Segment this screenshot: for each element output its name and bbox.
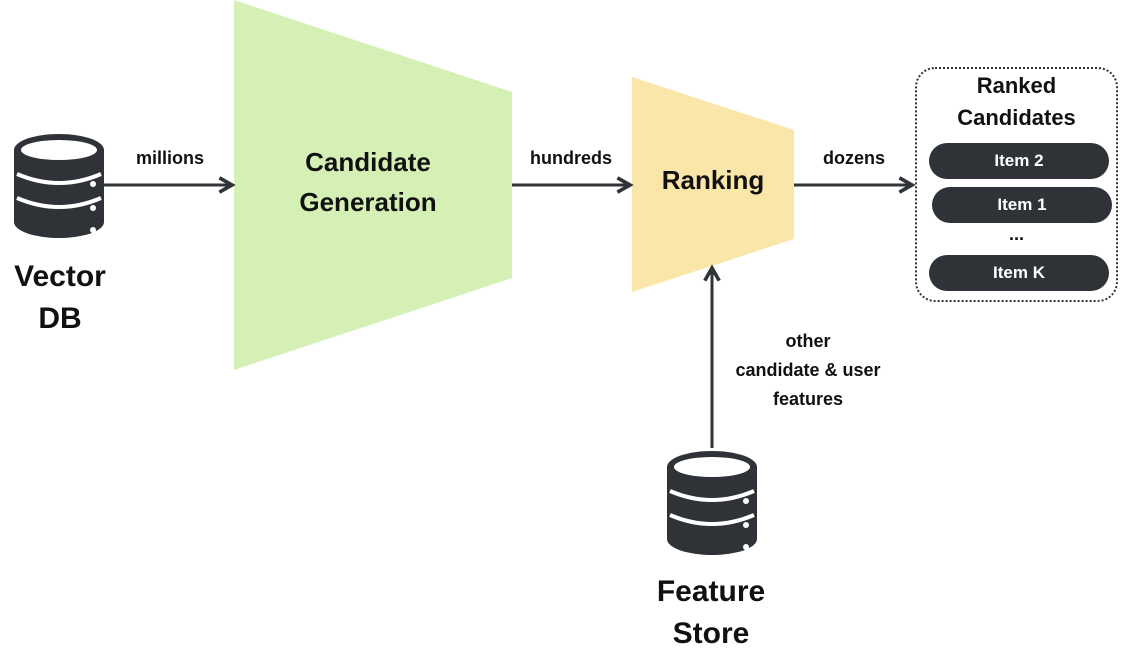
vector-db-label: Vector DB: [4, 256, 116, 340]
feature-store-label: Feature Store: [640, 571, 782, 655]
candidate-generation-label-line1: Candidate: [305, 147, 431, 177]
feature-store-label-line1: Feature: [656, 575, 766, 608]
ranked-candidates-title-line2: Candidates: [957, 105, 1076, 130]
ranked-candidates-title: Ranked Candidates: [915, 70, 1118, 134]
edge-label-features-line1: other: [785, 331, 831, 351]
ranked-candidates-box: [915, 67, 1118, 302]
ranking-shape: [632, 77, 794, 292]
ranked-item: Item K: [929, 255, 1109, 291]
ranked-item: Item 1: [932, 187, 1112, 223]
feature-store-label-line2: Store: [672, 617, 750, 650]
ranked-item: Item 2: [929, 143, 1109, 179]
edge-label-features: other candidate & user features: [722, 327, 894, 414]
vector-db-label-line2: DB: [38, 302, 82, 335]
database-icon: [14, 134, 104, 238]
vector-db-label-line1: Vector: [14, 260, 106, 293]
candidate-generation-label-line2: Generation: [299, 187, 437, 217]
candidate-generation-label: Candidate Generation: [268, 142, 468, 222]
ranking-label: Ranking: [661, 165, 765, 195]
edge-label-features-line2: candidate & user: [735, 360, 881, 380]
database-icon: [667, 451, 757, 555]
edge-label-hundreds: hundreds: [529, 148, 612, 168]
edge-label-dozens: dozens: [822, 148, 885, 168]
ranked-candidates-title-line1: Ranked: [976, 73, 1057, 98]
edge-label-millions: millions: [135, 148, 204, 168]
edge-label-features-line3: features: [772, 389, 844, 409]
candidate-generation-shape: [234, 0, 512, 370]
ranked-items-ellipsis: ...: [1008, 224, 1024, 244]
